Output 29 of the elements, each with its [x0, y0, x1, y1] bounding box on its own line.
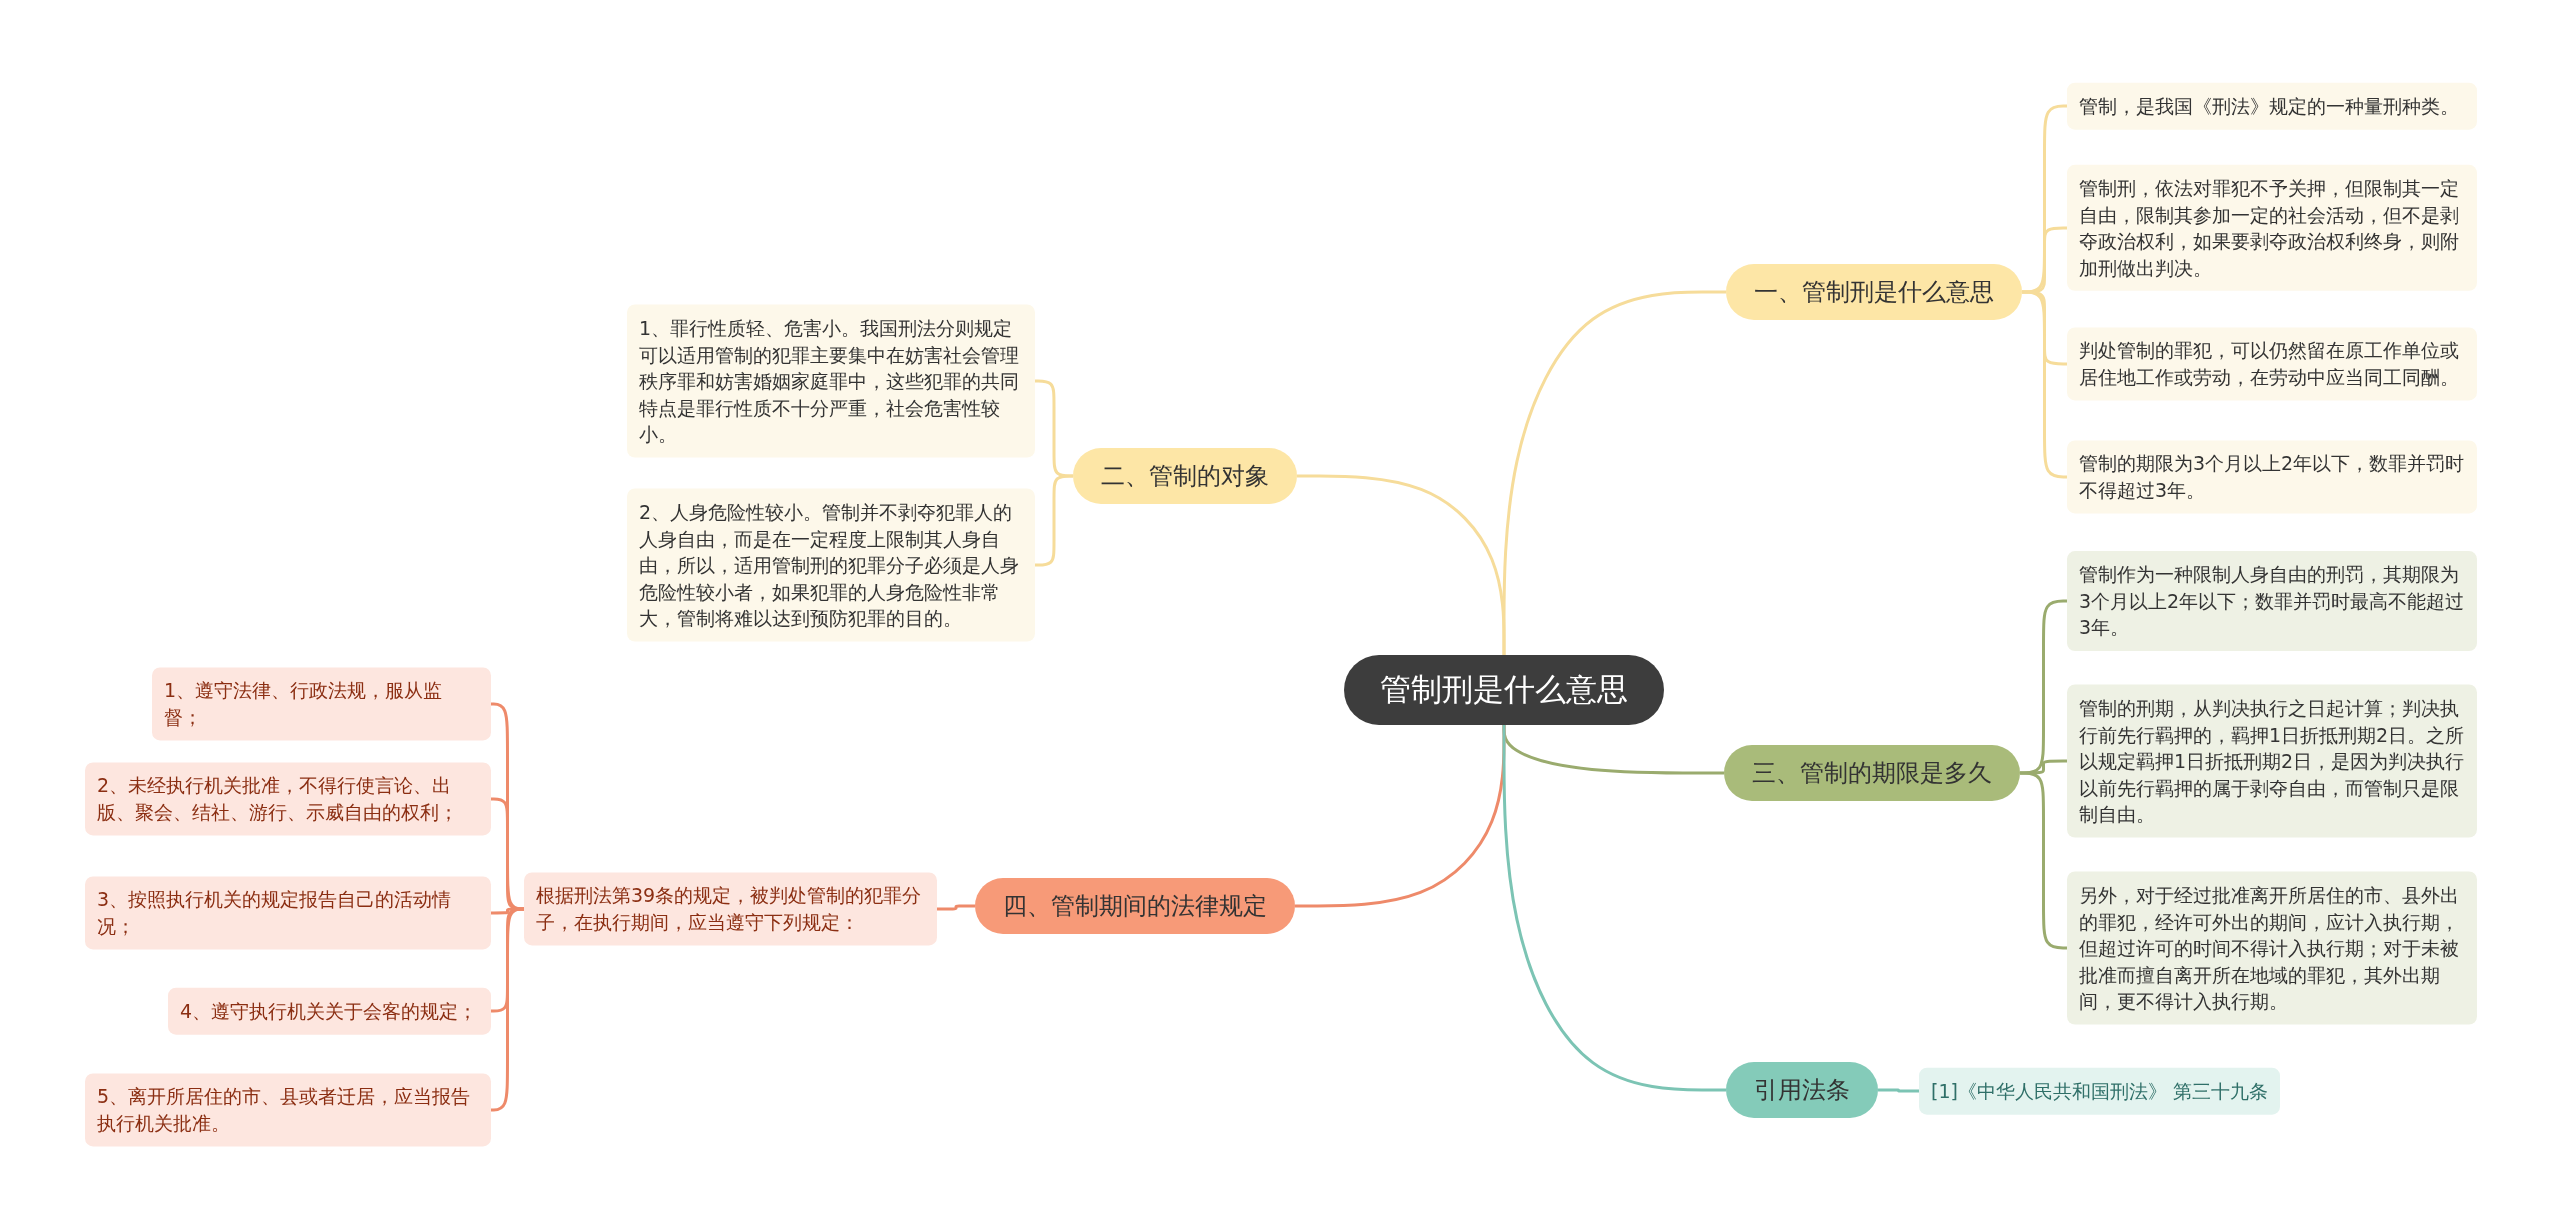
- note-box: 管制作为一种限制人身自由的刑罚，其期限为3个月以上2年以下；数罪并罚时最高不能超过3年。: [2067, 551, 2477, 651]
- connector-line: [937, 904, 975, 911]
- topic-box: 四、管制期间的法律规定: [975, 878, 1295, 934]
- note-box: 3、按照执行机关的规定报告自己的活动情况；: [85, 876, 491, 950]
- note-box: 4、遵守执行机关关于会客的规定；: [168, 987, 491, 1035]
- topic-box: 二、管制的对象: [1073, 448, 1297, 504]
- note-box: 2、未经执行机关批准，不得行使言论、出版、聚会、结社、游行、示威自由的权利；: [85, 762, 491, 836]
- connector-line: [491, 797, 524, 911]
- note-box: 管制刑，依法对罪犯不予关押，但限制其一定自由，限制其参加一定的社会活动，但不是剥夺政治权利，如果要剥夺政治权利终身，则附加刑做出判决。: [2067, 164, 2477, 292]
- connector-line: [1297, 474, 1506, 655]
- note-box: [1]《中华人民共和国刑法》 第三十九条: [1919, 1067, 2280, 1115]
- note-box: 5、离开所居住的市、县或者迁居，应当报告执行机关批准。: [85, 1073, 491, 1147]
- note-box: 根据刑法第39条的规定，被判处管制的犯罪分子，在执行期间，应当遵守下列规定：: [524, 872, 937, 946]
- connector-line: [1878, 1088, 1919, 1093]
- connector-line: [1502, 725, 1726, 1092]
- note-box: 管制的期限为3个月以上2年以下，数罪并罚时不得超过3年。: [2067, 440, 2477, 514]
- topic-box: 一、管制刑是什么意思: [1726, 264, 2022, 320]
- note-box: 另外，对于经过批准离开所居住的市、县外出的罪犯，经许可外出的期间，应计入执行期，但超过许可的时间不得计入执行期；对于未被批准而擅自离开所在地域的罪犯，其外出期间，更不得计入执行期。: [2067, 871, 2477, 1025]
- note-box: 1、遵守法律、行政法规，服从监督；: [152, 667, 491, 741]
- connector-line: [491, 907, 524, 1112]
- central-topic: 管制刑是什么意思: [1344, 655, 1664, 725]
- note-box: 1、罪行性质轻、危害小。我国刑法分则规定可以适用管制的犯罪主要集中在妨害社会管理秩序罪和妨害婚姻家庭罪中，这些犯罪的共同特点是罪行性质不十分严重，社会危害性较小。: [627, 304, 1035, 458]
- connector-line: [1035, 379, 1073, 478]
- note-box: 2、人身危险性较小。管制并不剥夺犯罪人的人身自由，而是在一定程度上限制其人身自由，所以，适用管制刑的犯罪分子必须是人身危险性较小者，如果犯罪的人身危险性非常大，管制将难以达到预防犯罪的目的。: [627, 488, 1035, 642]
- topic-box: 三、管制的期限是多久: [1724, 745, 2020, 801]
- note-box: 管制，是我国《刑法》规定的一种量刑种类。: [2067, 82, 2477, 130]
- note-box: 管制的刑期，从判决执行之日起计算；判决执行前先行羁押的，羁押1日折抵刑期2日。之所以规定羁押1日折抵刑期2日，是因为判决执行以前先行羁押的属于剥夺自由，而管制只是限制自由。: [2067, 684, 2477, 838]
- topic-box: 引用法条: [1726, 1062, 1878, 1118]
- note-box: 判处管制的罪犯，可以仍然留在原工作单位或居住地工作或劳动，在劳动中应当同工同酬。: [2067, 327, 2477, 401]
